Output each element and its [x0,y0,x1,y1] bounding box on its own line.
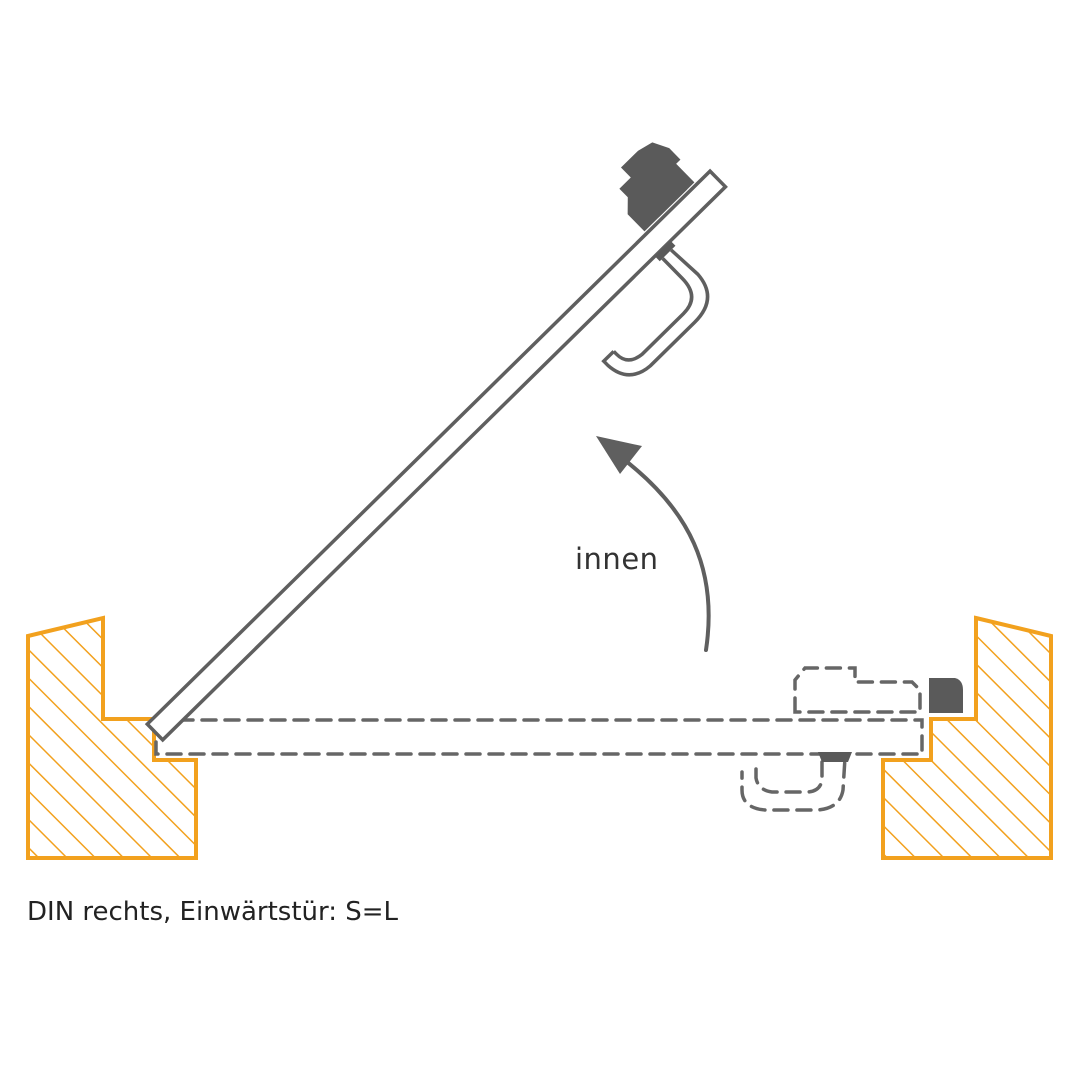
direction-label: innen [575,542,659,576]
door-handle-icon [601,240,710,377]
door-closer-icon [619,142,695,232]
strike-plate-icon [929,678,963,713]
door-handle-rose-closed [818,752,852,762]
door-open-leaf [144,168,728,743]
caption-label: DIN rechts, Einwärtstür: S=L [27,897,399,927]
curved-arrow-icon [596,436,711,652]
door-closed-outline [154,666,924,812]
wall-left [26,615,198,860]
wall-right [881,615,1053,860]
